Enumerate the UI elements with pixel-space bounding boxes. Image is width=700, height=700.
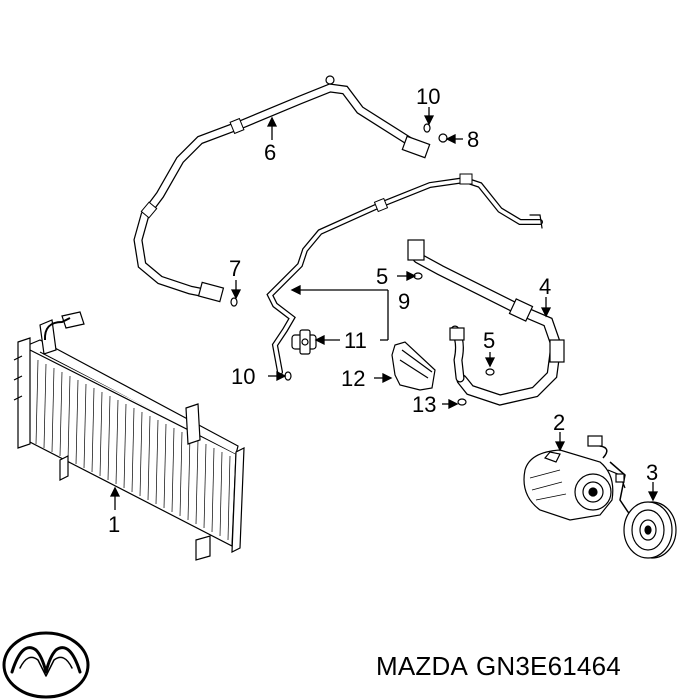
callout-4: 4 (539, 274, 551, 299)
compressor (523, 435, 641, 521)
condenser (13, 311, 245, 561)
suction-hose-line (133, 75, 431, 303)
mazda-logo (2, 631, 90, 699)
liquid-line-pipe (266, 173, 543, 375)
callout-9: 9 (398, 289, 410, 314)
callout-2: 2 (553, 410, 565, 435)
callout-1: 1 (108, 512, 120, 537)
callout-12: 12 (341, 366, 365, 391)
callout-labels: 1 2 3 4 5 5 6 7 8 9 10 10 11 12 13 (108, 84, 658, 537)
callout-10-lower: 10 (231, 364, 255, 389)
pressure-switch (291, 329, 317, 355)
callout-8: 8 (467, 127, 479, 152)
discharge-hose (407, 239, 565, 406)
callout-5-upper: 5 (376, 264, 388, 289)
compressor-clutch (623, 501, 677, 559)
callout-5-lower: 5 (483, 328, 495, 353)
brand-name: MAZDA (376, 651, 468, 681)
part-number: GN3E61464 (476, 651, 621, 681)
callout-6: 6 (264, 140, 276, 165)
callout-3: 3 (646, 460, 658, 485)
o-rings (230, 123, 495, 406)
part-caption: MAZDA GN3E61464 (376, 651, 629, 682)
leader-lines (109, 107, 659, 510)
callout-7: 7 (229, 256, 241, 281)
callout-11: 11 (344, 328, 367, 353)
callout-10-upper: 10 (416, 84, 440, 109)
pipe-bracket (391, 341, 436, 391)
callout-13: 13 (412, 392, 436, 417)
